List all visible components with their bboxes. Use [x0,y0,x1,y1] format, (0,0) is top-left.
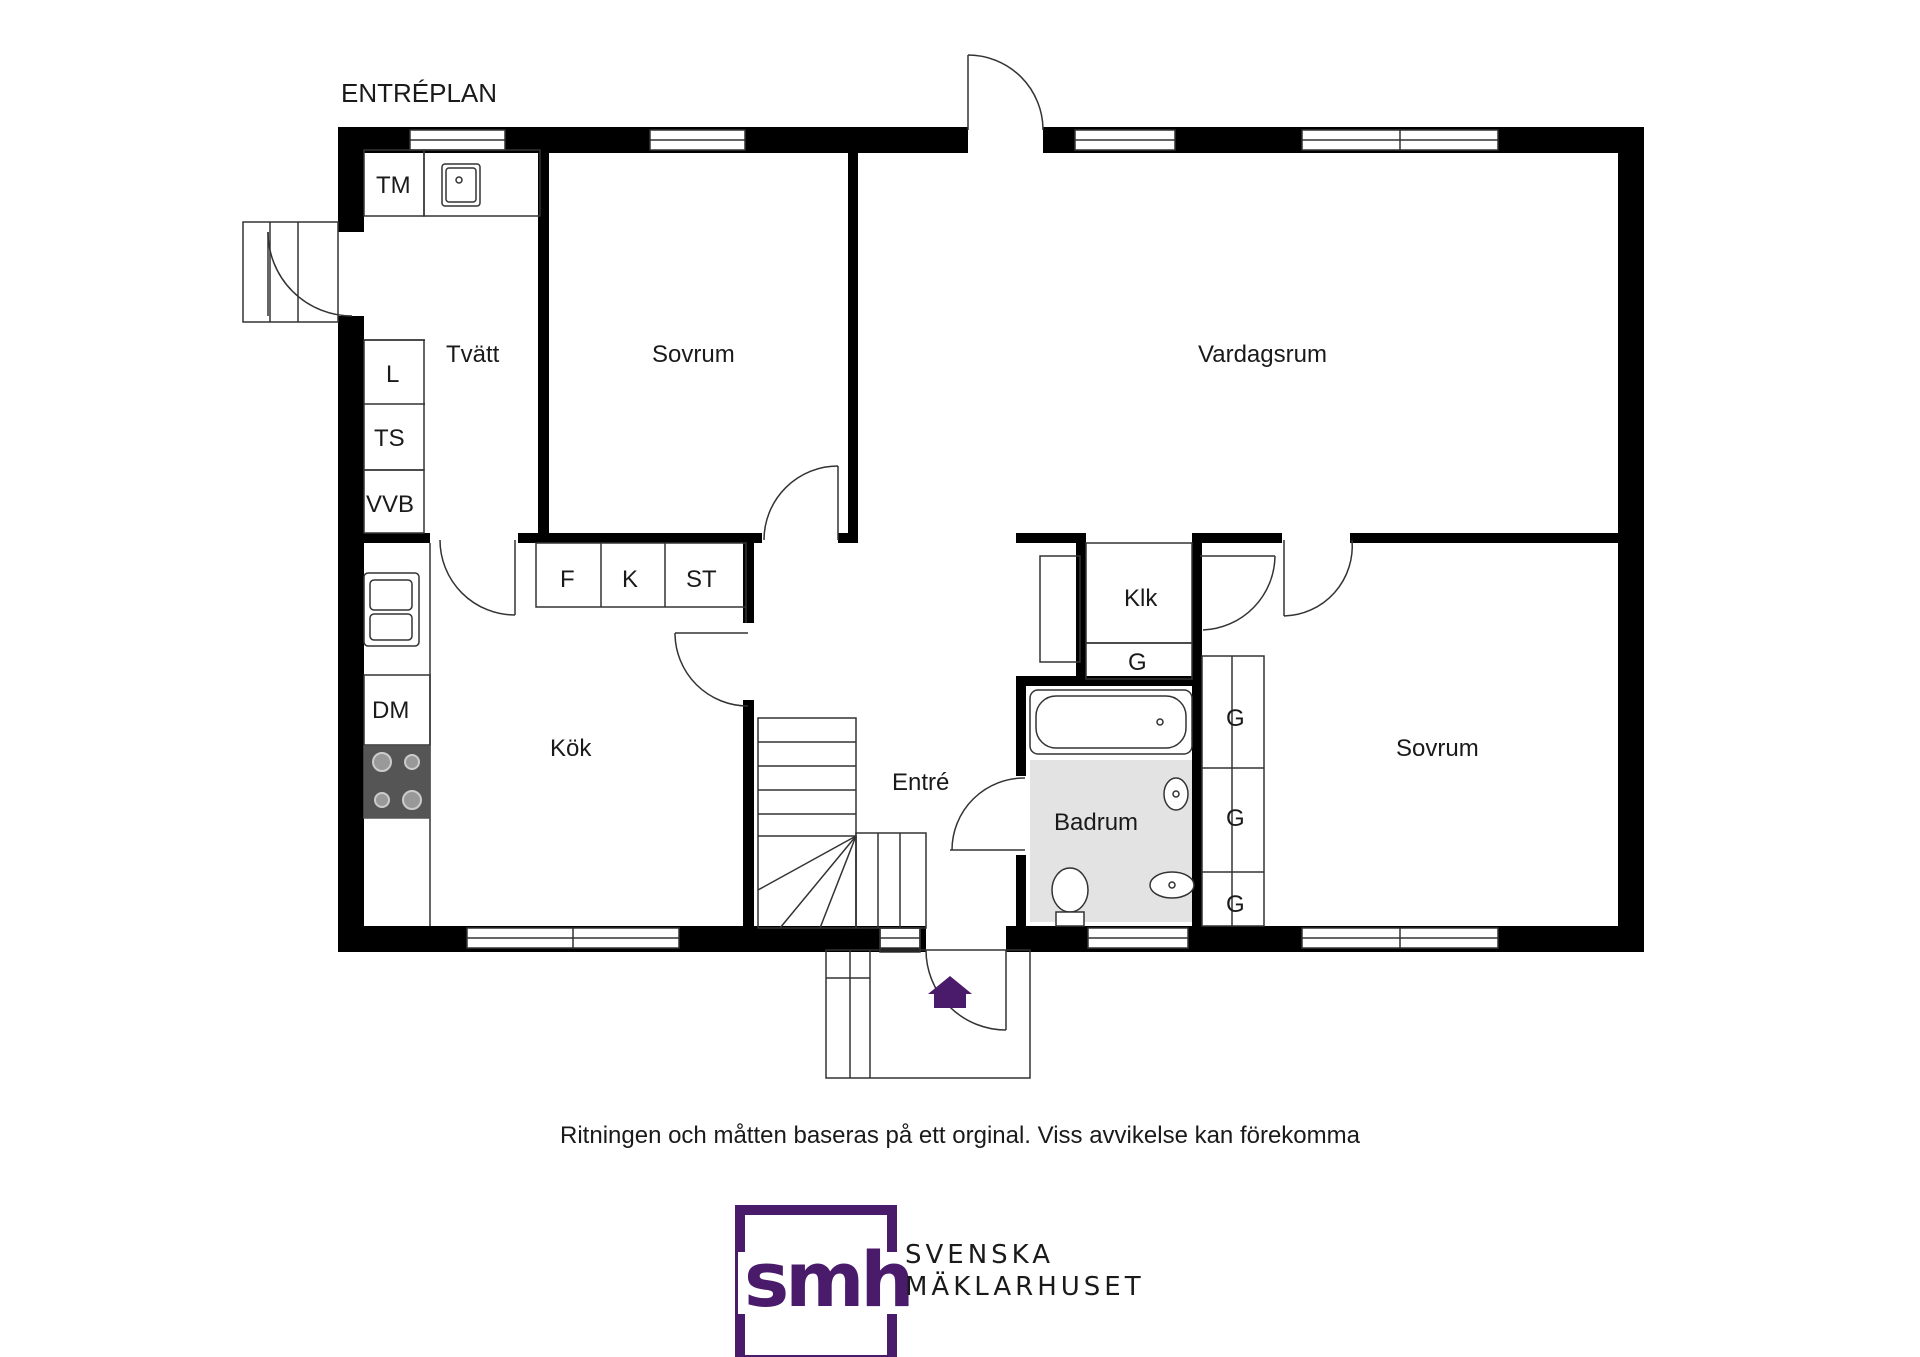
fixture-labels: TM L TS VVB F K ST DM G G G G [366,172,1245,918]
fixture-label-tm: TM [376,172,411,199]
room-label-entre: Entré [892,769,949,796]
room-label-kok: Kök [550,735,592,762]
fixture-label-f: F [560,566,575,593]
room-label-klk: Klk [1124,585,1158,612]
fixture-label-g-klk: G [1128,649,1147,676]
fixture-label-g-2: G [1226,805,1245,832]
plan-title: ENTRÉPLAN [341,78,497,108]
room-label-sovrum-2: Sovrum [1396,735,1479,762]
windows [409,129,1499,949]
fixture-label-l: L [386,361,399,388]
klk-fixtures [1039,542,1265,927]
disclaimer-text: Ritningen och måtten baseras på ett orgi… [560,1122,1360,1149]
fixture-label-vvb: VVB [366,491,414,518]
interior-walls [360,150,1620,933]
stair [757,717,927,929]
fixture-label-g-3: G [1226,891,1245,918]
entrance-arrow-icon [928,976,972,1008]
fixture-label-g-1: G [1226,705,1245,732]
stove-icon [372,752,422,810]
fixture-label-ts: TS [374,425,405,452]
fixture-label-dm: DM [372,697,409,724]
exterior-steps [242,221,1031,1079]
bathroom-fixtures [1029,689,1195,927]
brand-logo-text: smh [744,1235,911,1324]
room-label-badrum: Badrum [1054,809,1138,836]
brand-name-line2: MÄKLARHUSET [905,1272,1145,1302]
brand-name-line1: SVENSKA [905,1240,1055,1270]
room-label-sovrum-1: Sovrum [652,341,735,368]
brand-logo: smh [735,1205,915,1357]
fixture-label-st: ST [686,566,717,593]
room-label-tvatt: Tvätt [446,341,500,368]
room-labels: Tvätt Sovrum Vardagsrum Kök Entré Badrum… [446,341,1479,836]
brand-name: SVENSKA MÄKLARHUSET [905,1239,1145,1303]
room-label-vardagsrum: Vardagsrum [1198,341,1327,368]
laundry-fixtures [363,149,541,534]
fixture-label-k: K [622,566,638,593]
